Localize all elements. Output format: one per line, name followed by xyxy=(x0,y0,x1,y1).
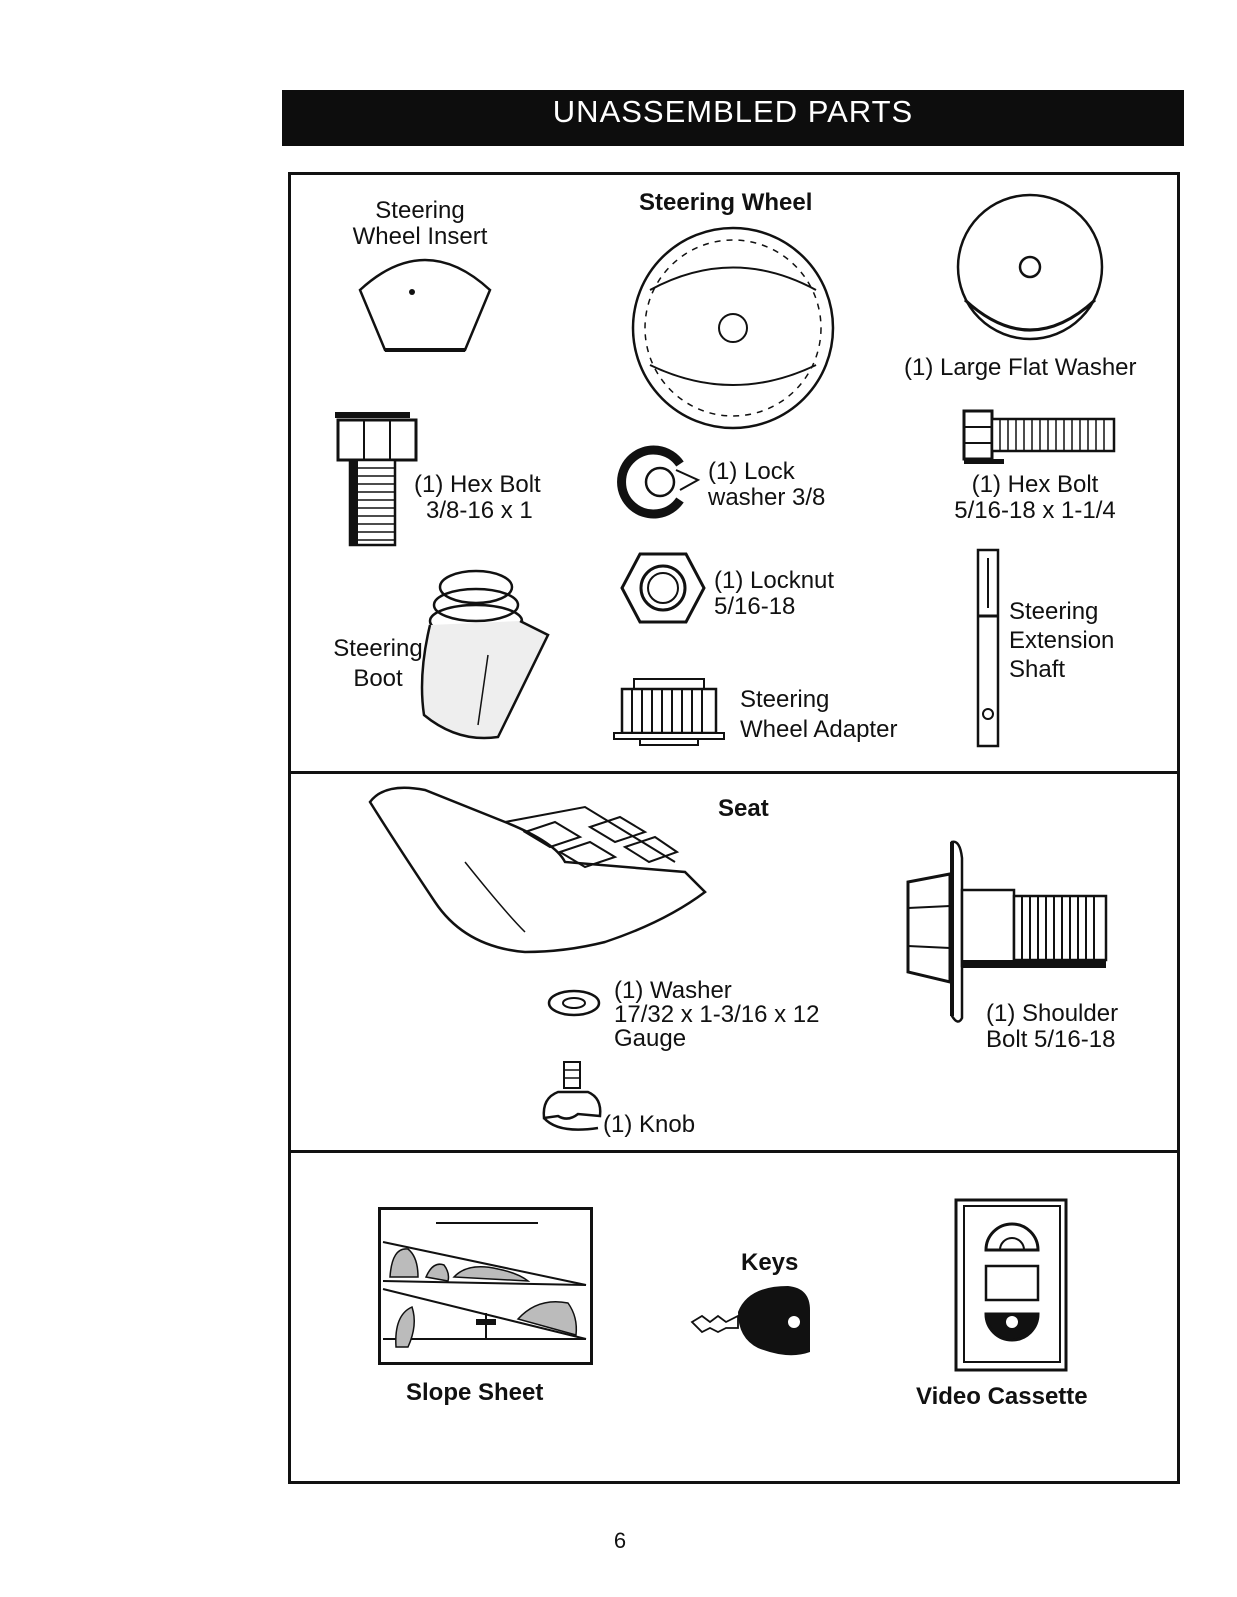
video-cassette-illustration xyxy=(954,1198,1068,1372)
locknut-illustration xyxy=(620,552,706,624)
hex-bolt-a-label: (1) Hex Bolt 3/8-16 x 1 xyxy=(414,471,541,524)
keys-label: Keys xyxy=(741,1249,799,1276)
hex-bolt-b-illustration xyxy=(962,409,1116,464)
seat-illustration xyxy=(368,786,707,954)
hex-bolt-a-illustration xyxy=(335,412,418,547)
parts-frame xyxy=(288,172,1180,1484)
steering-boot-label: Steering Boot xyxy=(333,635,423,692)
steering-boot-illustration xyxy=(420,569,550,740)
steering-extension-shaft-illustration xyxy=(976,548,1000,748)
lock-washer-illustration xyxy=(617,445,701,519)
large-flat-washer-label: (1) Large Flat Washer xyxy=(904,354,1137,381)
section-header: UNASSEMBLED PARTS xyxy=(282,90,1184,146)
large-flat-washer-illustration xyxy=(956,193,1104,341)
steering-extension-shaft-label: Steering Extension Shaft xyxy=(1009,598,1115,683)
steering-wheel-insert-illustration xyxy=(358,258,492,352)
hex-bolt-b-label: (1) Hex Bolt 5/16-18 x 1-1/4 xyxy=(954,471,1116,524)
shoulder-bolt-label: (1) Shoulder Bolt 5/16-18 xyxy=(986,1000,1119,1053)
locknut-label: (1) Locknut 5/16-18 xyxy=(714,567,835,620)
steering-wheel-label: Steering Wheel xyxy=(639,189,813,216)
lock-washer-label: (1) Lock washer 3/8 xyxy=(708,458,826,511)
shoulder-bolt-illustration xyxy=(906,840,1108,1023)
keys-illustration xyxy=(690,1286,810,1356)
knob-label: (1) Knob xyxy=(603,1111,696,1138)
steering-wheel-insert-label: Steering Wheel Insert xyxy=(352,197,488,250)
steering-wheel-illustration xyxy=(631,226,835,430)
divider-seat-misc xyxy=(288,1150,1180,1153)
slope-sheet-label: Slope Sheet xyxy=(406,1379,544,1406)
divider-steering-seat xyxy=(288,771,1180,774)
washer-illustration xyxy=(547,989,601,1017)
washer-label: (1) Washer 17/32 x 1-3/16 x 12 Gauge xyxy=(614,977,820,1052)
seat-label: Seat xyxy=(718,795,769,822)
page-number: 6 xyxy=(613,1528,627,1553)
steering-wheel-adapter-label: Steering Wheel Adapter xyxy=(740,686,898,743)
video-cassette-label: Video Cassette xyxy=(916,1383,1088,1410)
slope-sheet-illustration xyxy=(378,1207,593,1365)
section-title: UNASSEMBLED PARTS xyxy=(552,94,914,129)
knob-illustration xyxy=(542,1061,602,1131)
steering-wheel-adapter-illustration xyxy=(613,678,725,746)
